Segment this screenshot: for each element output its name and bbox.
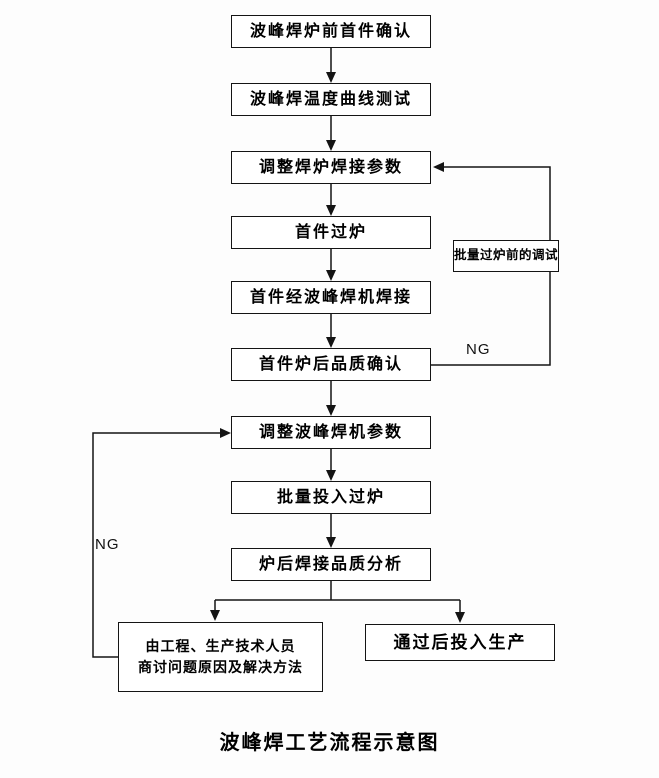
- into-production-box: 通过后投入生产: [365, 624, 555, 661]
- step-batch-through-furnace: 批量投入过炉: [231, 481, 431, 514]
- step-pre-solder-first-article-confirm: 波峰焊炉前首件确认: [231, 15, 431, 48]
- step-adjust-wave-machine-parameters: 调整波峰焊机参数: [231, 416, 431, 449]
- ng-label-left: NG: [95, 536, 120, 553]
- diagram-title: 波峰焊工艺流程示意图: [219, 732, 440, 754]
- ng-loop-left: [92, 428, 231, 658]
- step-adjust-furnace-parameters: 调整焊炉焊接参数: [231, 151, 431, 184]
- pre-batch-debug-note: 批量过炉前的调试: [453, 240, 559, 272]
- step-post-furnace-quality-analysis: 炉后焊接品质分析: [231, 548, 431, 581]
- step-post-furnace-quality-confirm: 首件炉后品质确认: [231, 348, 431, 381]
- discuss-causes-box: 由工程、生产技术人员 商讨问题原因及解决方法: [118, 622, 323, 692]
- step-first-article-through-furnace: 首件过炉: [231, 216, 431, 249]
- discuss-line-1: 由工程、生产技术人员: [145, 637, 296, 654]
- discuss-line-2: 商讨问题原因及解决方法: [138, 659, 303, 675]
- step-temperature-profile-test: 波峰焊温度曲线测试: [231, 83, 431, 116]
- ng-label-right: NG: [466, 341, 491, 358]
- step-first-article-wave-soldering: 首件经波峰焊机焊接: [231, 281, 431, 314]
